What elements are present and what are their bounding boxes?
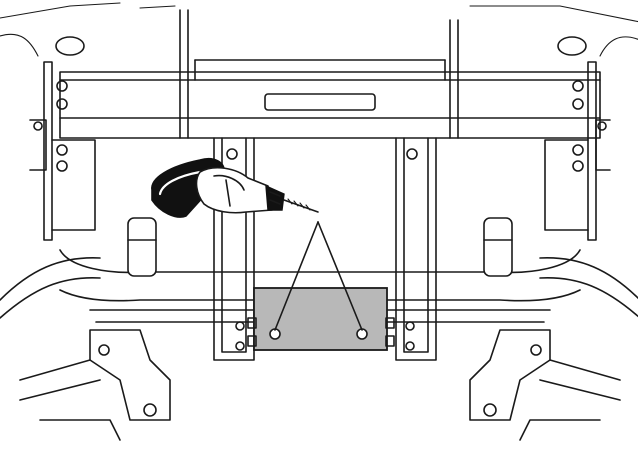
right-bracket — [544, 61, 611, 241]
plate-tab-right-bottom — [385, 335, 395, 347]
left-mount — [127, 217, 157, 277]
body-outline — [0, 2, 638, 57]
right-headlight-opening — [557, 36, 587, 56]
plate-tab-left-top — [247, 317, 257, 329]
sway-bar — [0, 257, 638, 319]
left-lower-assembly — [19, 329, 171, 441]
drill-icon — [151, 158, 319, 218]
right-mount — [483, 217, 513, 277]
right-center-channel — [395, 137, 437, 361]
left-bracket — [29, 61, 96, 241]
crossbar-slot — [264, 93, 376, 111]
leader-lines — [274, 221, 363, 331]
plate-tab-left-bottom — [247, 335, 257, 347]
plate-highlight — [253, 287, 388, 351]
plate-tab-right-top — [385, 317, 395, 329]
upper-crossbar — [59, 9, 601, 139]
right-lower-assembly — [469, 329, 621, 441]
left-headlight-opening — [55, 36, 85, 56]
mounting-plate — [247, 287, 395, 351]
